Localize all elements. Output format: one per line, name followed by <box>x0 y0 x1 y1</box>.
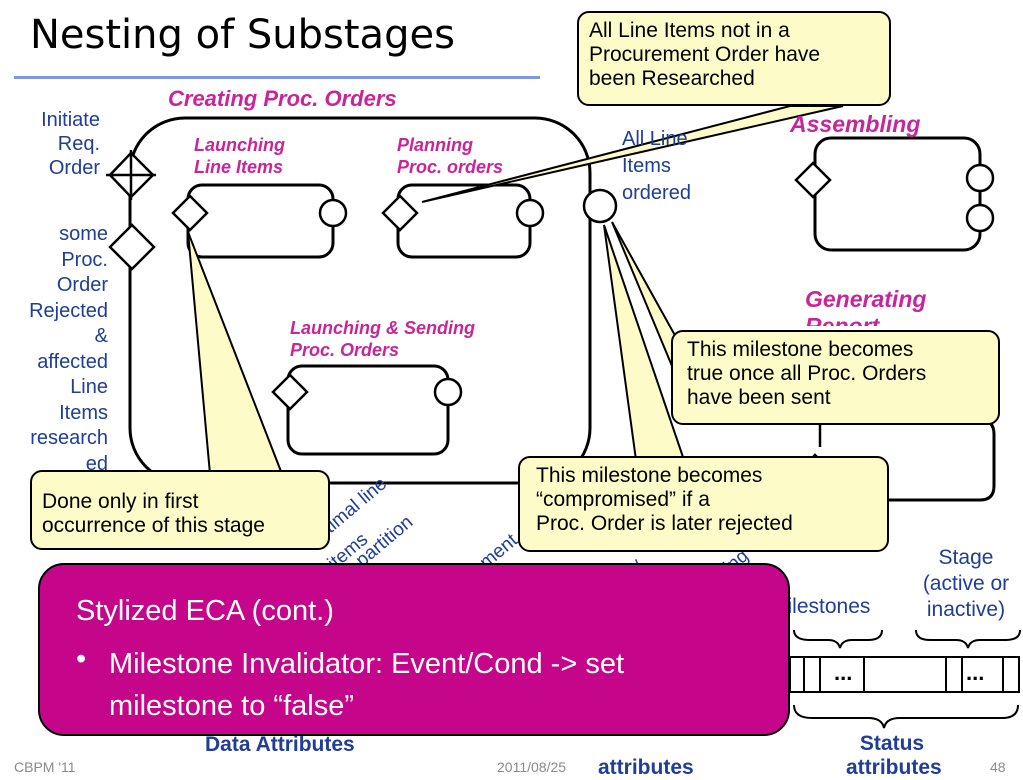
label-line: Proc. orders <box>397 157 504 177</box>
callout-line: Done only in first <box>42 490 199 513</box>
label-all-line-items-ordered: All Line Items ordered <box>622 126 691 207</box>
label-data-attributes: Data Attributes <box>205 733 355 756</box>
milestone-circle <box>965 163 995 193</box>
label-line: Order <box>48 157 100 179</box>
ellipsis-milestones: ... <box>834 660 853 685</box>
label-line: ed <box>85 452 108 471</box>
footer-left: CBPM '11 <box>14 759 76 775</box>
callout-line: Procurement Order have <box>589 43 821 66</box>
callout-line: occurrence of this stage <box>42 514 265 537</box>
callout-line: This milestone becomes <box>687 338 914 361</box>
status-brace <box>793 704 1019 729</box>
label-line: some <box>59 223 108 245</box>
label-line: Items <box>622 155 671 177</box>
callout-line: been Researched <box>589 67 755 90</box>
label-line: Req. <box>57 133 100 155</box>
label-line: & <box>94 325 108 347</box>
label-milestones: Milestones <box>770 595 871 618</box>
label-stage-status: Stage (active or inactive) <box>906 545 1023 623</box>
label-initiate-req-order: Initiate Req. Order <box>10 108 100 180</box>
milestone-circle <box>433 377 463 407</box>
label-line: Status <box>859 732 925 755</box>
label-line: Proc. Orders <box>290 340 400 360</box>
label-line: attributes <box>846 756 942 779</box>
label-assembling: Assembling <box>790 111 921 137</box>
label-line: Order <box>56 274 108 296</box>
label-line: Launching <box>194 135 285 155</box>
callout-first-occurrence: Done only in first occurrence of this st… <box>30 470 330 550</box>
milestones-brace <box>793 629 883 649</box>
callout-pointer-top <box>421 105 844 203</box>
label-line: Initiate <box>41 109 100 131</box>
callout-milestone-true: This milestone becomes true once all Pro… <box>671 330 1000 425</box>
label-line: Planning <box>397 135 473 155</box>
label-line: All Line <box>622 128 688 150</box>
substage-launching-sending <box>286 364 450 456</box>
substage-planning <box>396 183 532 259</box>
label-line: Line <box>70 376 108 398</box>
stylized-eca-banner: Stylized ECA (cont.) • Milestone Invalid… <box>38 563 790 736</box>
label-attributes: attributes <box>598 756 694 779</box>
label-launching-line-items: Launching Line Items <box>194 134 285 178</box>
banner-bullet-text: Milestone Invalidator: Event/Cond -> set… <box>109 643 624 727</box>
status-attribute-bar <box>789 656 1020 693</box>
label-some-proc-order-rejected: some Proc. Order Rejected & affected Lin… <box>0 222 108 470</box>
banner-heading: Stylized ECA (cont.) <box>76 595 334 627</box>
label-line: affected <box>37 350 108 373</box>
label-line: Launching & Sending <box>290 318 475 338</box>
label-line: Stage <box>938 546 994 569</box>
callout-pointer-first-occurrence <box>187 231 284 475</box>
label-line: Items <box>59 401 108 424</box>
callout-line: All Line Items not in a <box>589 19 790 42</box>
label-line: Line Items <box>194 157 284 177</box>
substage-launching-line-items <box>186 183 335 259</box>
slide-title: Nesting of Substages <box>30 12 455 58</box>
label-line: research <box>30 427 108 449</box>
stage-creating-proc-orders <box>128 116 592 485</box>
label-status-attributes: Status attributes <box>846 732 942 780</box>
sentry-diamond <box>271 373 309 411</box>
sentry-diamond <box>171 194 209 232</box>
stage-assembling <box>813 136 982 252</box>
milestone-circle <box>515 198 545 228</box>
milestone-circle <box>965 203 995 233</box>
label-creating-proc-orders: Creating Proc. Orders <box>168 86 397 111</box>
footer-page-number: 48 <box>990 759 1006 775</box>
milestone-all-line-items <box>582 188 618 224</box>
callout-line-items-researched: All Line Items not in a Procurement Orde… <box>577 11 891 106</box>
title-rule <box>14 76 540 79</box>
callout-line: true once all Proc. Orders <box>687 362 927 385</box>
label-planning: Planning Proc. orders <box>397 134 503 178</box>
footer-date: 2011/08/25 <box>497 759 567 775</box>
sentry-diamond <box>381 194 419 232</box>
label-line: ordered <box>622 182 691 204</box>
callout-line: Proc. Order is later rejected <box>536 512 793 535</box>
sentry-diamond <box>794 161 832 199</box>
callout-line: have been sent <box>687 386 831 409</box>
callout-line: “compromised” if a <box>536 488 710 511</box>
label-line: (active or <box>922 572 1010 595</box>
label-line: Rejected <box>29 299 108 322</box>
label-generating-report: Generating Report <box>805 286 927 326</box>
milestone-circle <box>318 198 348 228</box>
stage-brace <box>915 629 1021 649</box>
callout-line: This milestone becomes <box>536 464 763 487</box>
banner-bullet: • <box>76 643 87 675</box>
label-line: Proc. <box>61 248 108 271</box>
stage-generating-report <box>880 418 996 502</box>
label-launching-sending: Launching & Sending Proc. Orders <box>290 317 475 361</box>
label-line: inactive) <box>926 598 1006 621</box>
banner-line: milestone to “false” <box>109 690 354 722</box>
callout-milestone-compromised: This milestone becomes “compromised” if … <box>518 456 889 552</box>
sentry-some-proc <box>108 223 156 271</box>
banner-line: Milestone Invalidator: Event/Cond -> set <box>109 648 625 680</box>
ellipsis-stages: ... <box>966 660 985 685</box>
